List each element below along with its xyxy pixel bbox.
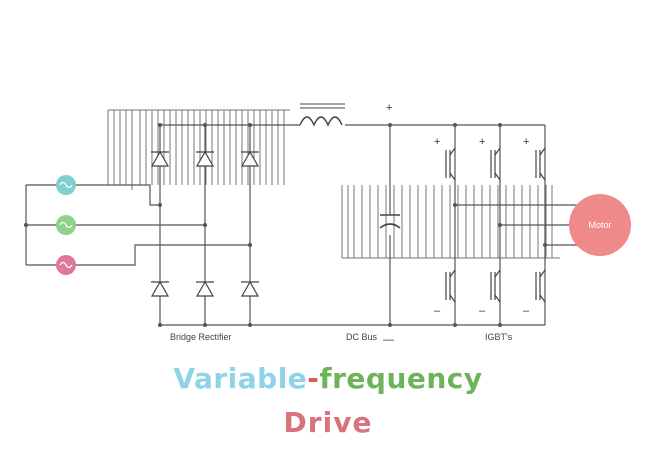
ac-source-icon bbox=[56, 215, 76, 235]
motor: Motor bbox=[569, 194, 631, 256]
igbts-label: IGBT's bbox=[485, 332, 513, 342]
diode-icon bbox=[150, 280, 170, 297]
diode-icon bbox=[195, 150, 215, 167]
igbt-icon bbox=[535, 147, 546, 181]
igbt-minus-mark-3: – bbox=[523, 305, 530, 317]
diode-icon bbox=[240, 150, 260, 167]
ac-sources bbox=[56, 175, 76, 275]
igbt-icon bbox=[490, 269, 501, 303]
title-frequency: frequency bbox=[319, 362, 483, 395]
ac-source-icon bbox=[56, 255, 76, 275]
title-dash: - bbox=[307, 362, 320, 395]
rectifier-diodes bbox=[150, 150, 260, 297]
igbt-plus-mark-3: + bbox=[523, 136, 529, 148]
igbt-switches bbox=[445, 147, 546, 303]
motor-icon bbox=[569, 194, 631, 256]
dc-plus-mark: + bbox=[386, 102, 392, 114]
input-waveform bbox=[107, 109, 290, 190]
vfd-circuit-diagram: Motor + + + + – – – Bridge Rectifier DC … bbox=[24, 102, 631, 346]
igbt-plus-mark-1: + bbox=[434, 136, 440, 148]
title-drive: Drive bbox=[283, 406, 373, 439]
dc-minus-mark: — bbox=[383, 334, 394, 346]
title-line-1: Variable-frequency bbox=[0, 362, 656, 395]
igbt-icon bbox=[535, 269, 546, 303]
output-waveform bbox=[341, 185, 560, 259]
igbt-icon bbox=[445, 147, 456, 181]
diode-icon bbox=[195, 280, 215, 297]
igbt-minus-mark-1: – bbox=[434, 305, 441, 317]
ac-source-icon bbox=[56, 175, 76, 195]
junction-dots bbox=[24, 123, 547, 327]
motor-label: Motor bbox=[588, 220, 611, 230]
title-variable: Variable bbox=[173, 362, 308, 395]
diode-icon bbox=[150, 150, 170, 167]
inductor-icon bbox=[299, 103, 345, 127]
igbt-plus-mark-2: + bbox=[479, 136, 485, 148]
diode-icon bbox=[240, 280, 260, 297]
igbt-minus-mark-2: – bbox=[479, 305, 486, 317]
igbt-icon bbox=[445, 269, 456, 303]
dc-bus-label: DC Bus bbox=[346, 332, 378, 342]
capacitor-icon bbox=[379, 214, 401, 229]
igbt-icon bbox=[490, 147, 501, 181]
bridge-rectifier-label: Bridge Rectifier bbox=[170, 332, 232, 342]
circuit-wires bbox=[25, 124, 600, 326]
